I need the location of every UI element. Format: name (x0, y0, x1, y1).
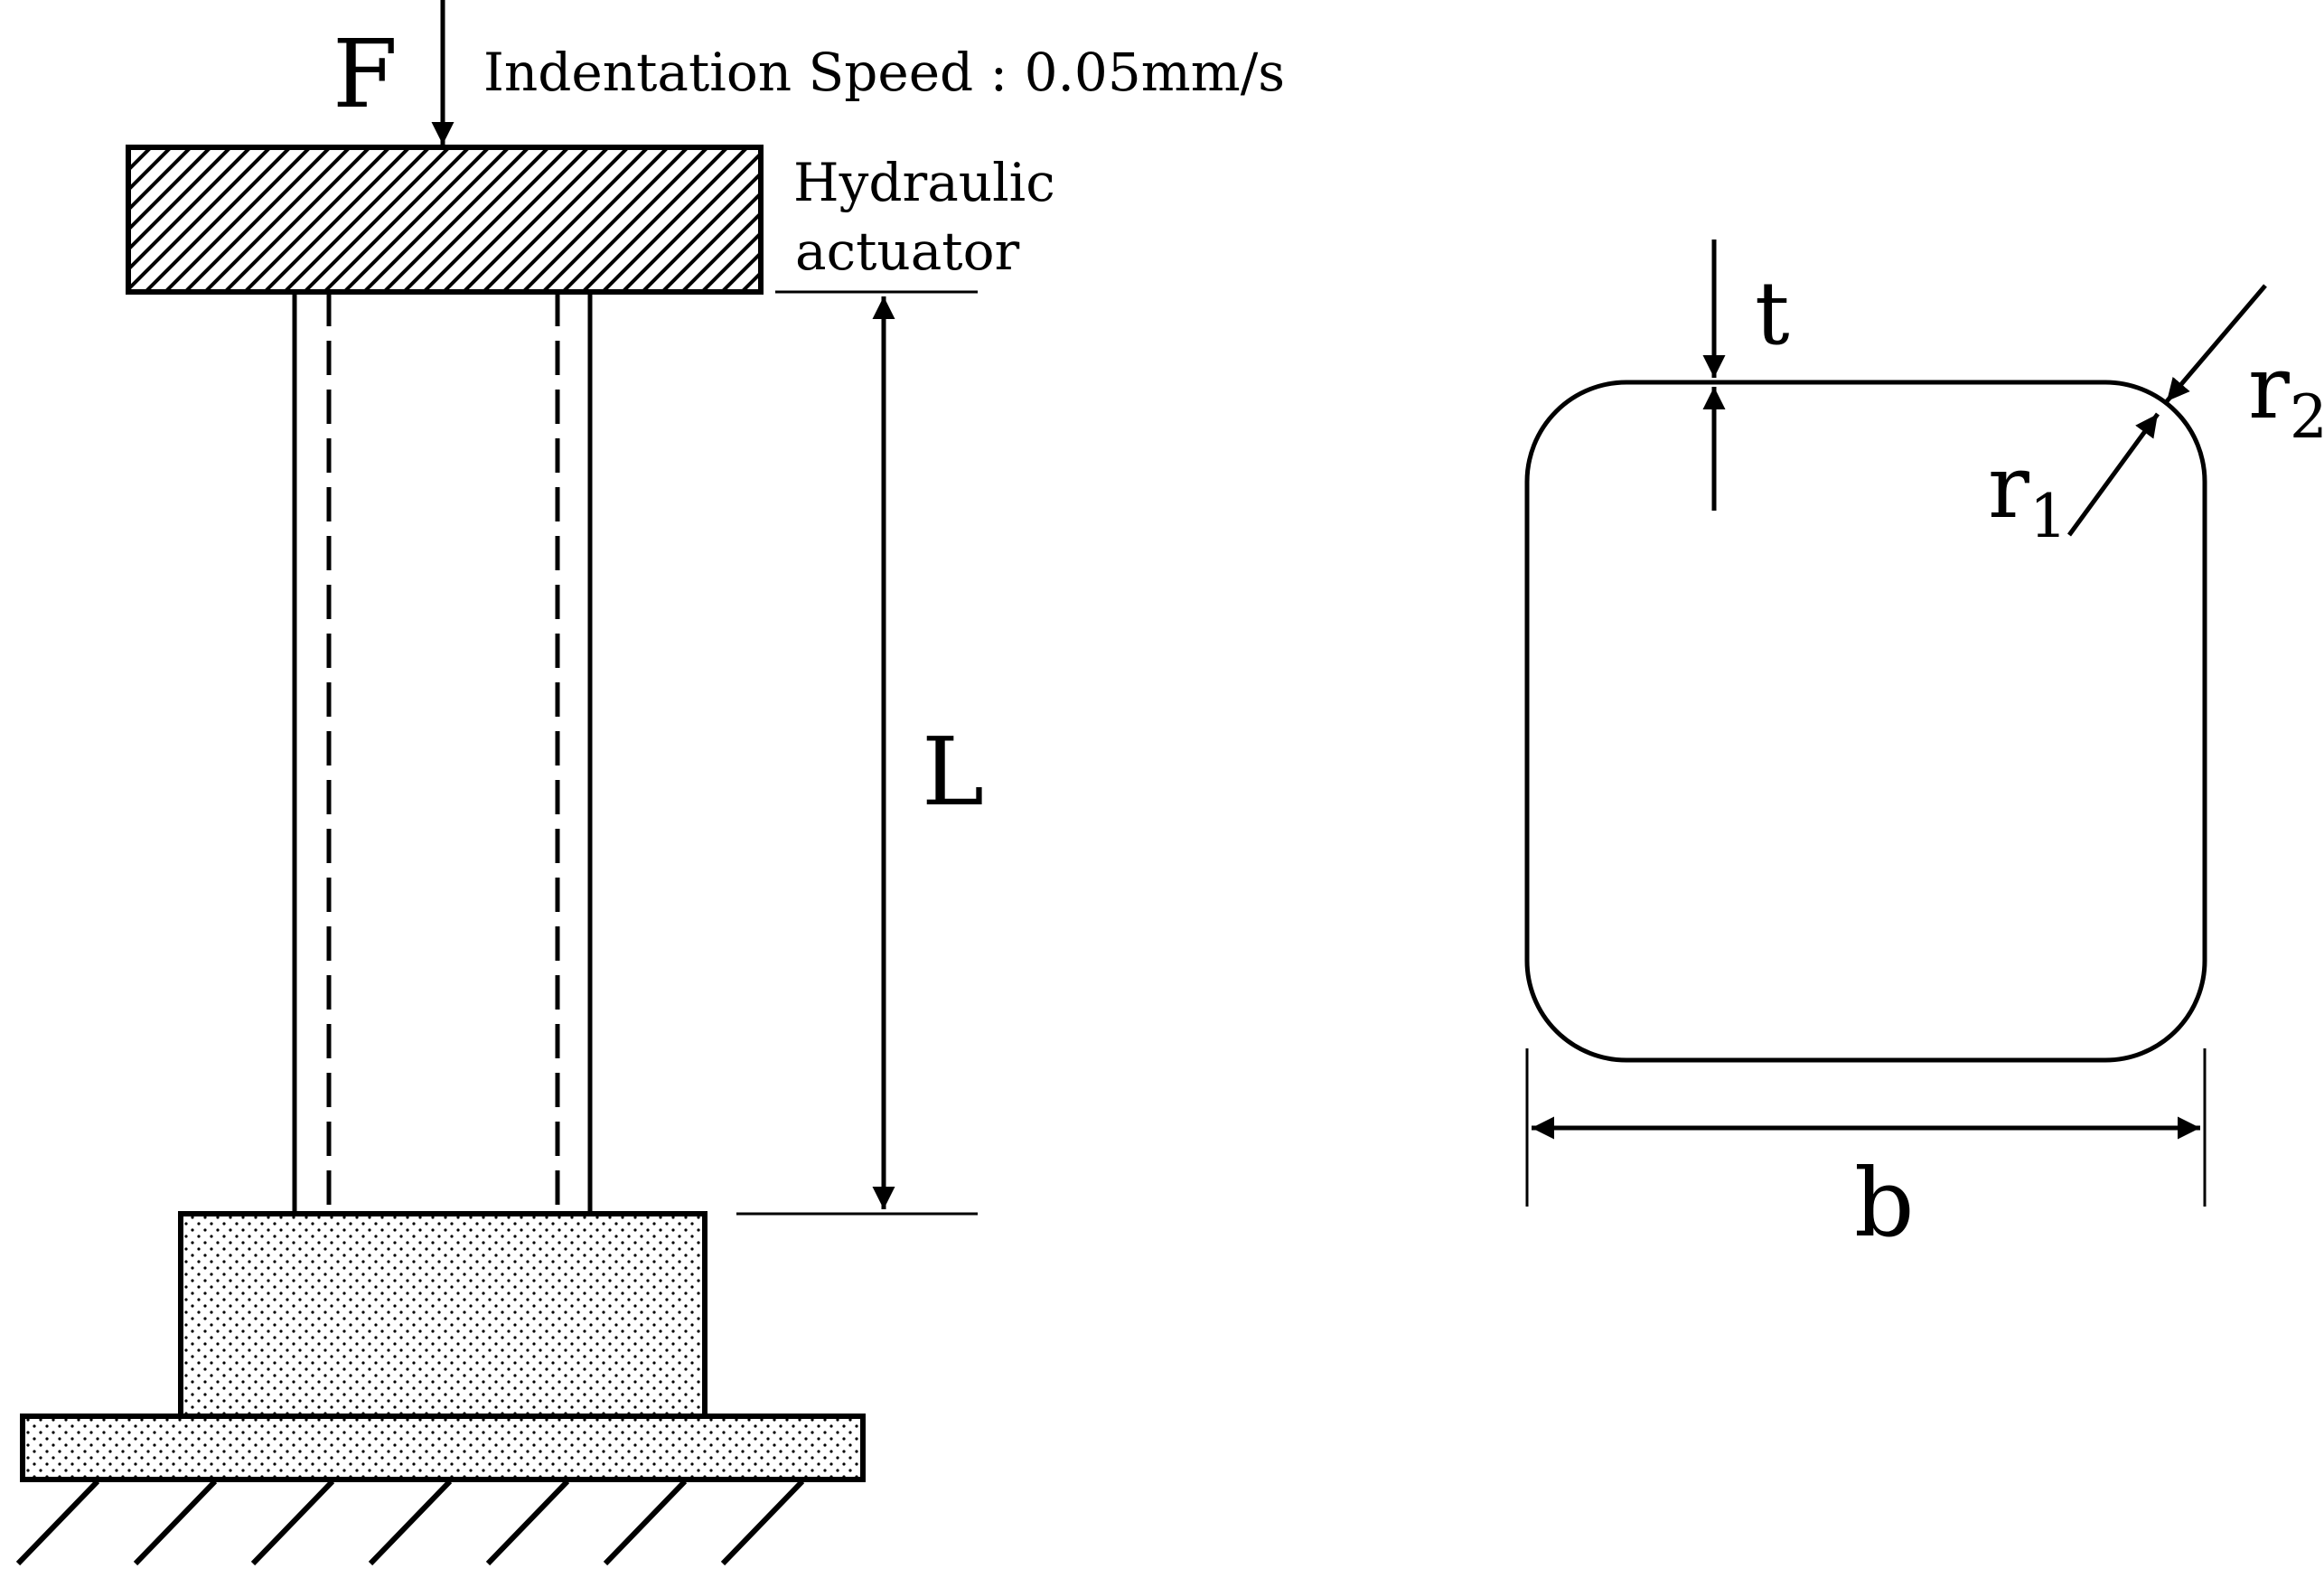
actuator-label-line2: actuator (795, 221, 1020, 282)
column-specimen (292, 292, 593, 1214)
lower-fixture (178, 1211, 708, 1419)
radius-dimension (2066, 284, 2267, 537)
width-dimension (1525, 1048, 2207, 1207)
ground-hatching (15, 1479, 805, 1566)
square-tube-section (1524, 380, 2207, 1063)
base-plate (20, 1414, 866, 1482)
r2-label: r2 (2248, 337, 2324, 452)
indentation-speed-label: Indentation Speed : 0.05mm/s (483, 42, 1285, 103)
thickness-label: t (1755, 263, 1790, 364)
r2-subscript: 2 (2290, 382, 2324, 452)
length-dimension (736, 290, 978, 1216)
length-label: L (922, 717, 984, 827)
r1-subscript: 1 (2029, 482, 2067, 551)
r2-main: r (2248, 337, 2290, 438)
actuator-label-line1: Hydraulic (793, 152, 1055, 213)
force-label: F (333, 19, 398, 129)
test-setup: F Indentation Speed : 0.05mm/s Hydraulic… (15, 0, 1285, 1566)
r1-main: r (1988, 437, 2029, 538)
width-label: b (1854, 1148, 1915, 1258)
r1-label: r1 (1988, 437, 2067, 551)
cross-section: t r1 r2 b (1524, 240, 2324, 1258)
hydraulic-actuator (126, 145, 764, 295)
